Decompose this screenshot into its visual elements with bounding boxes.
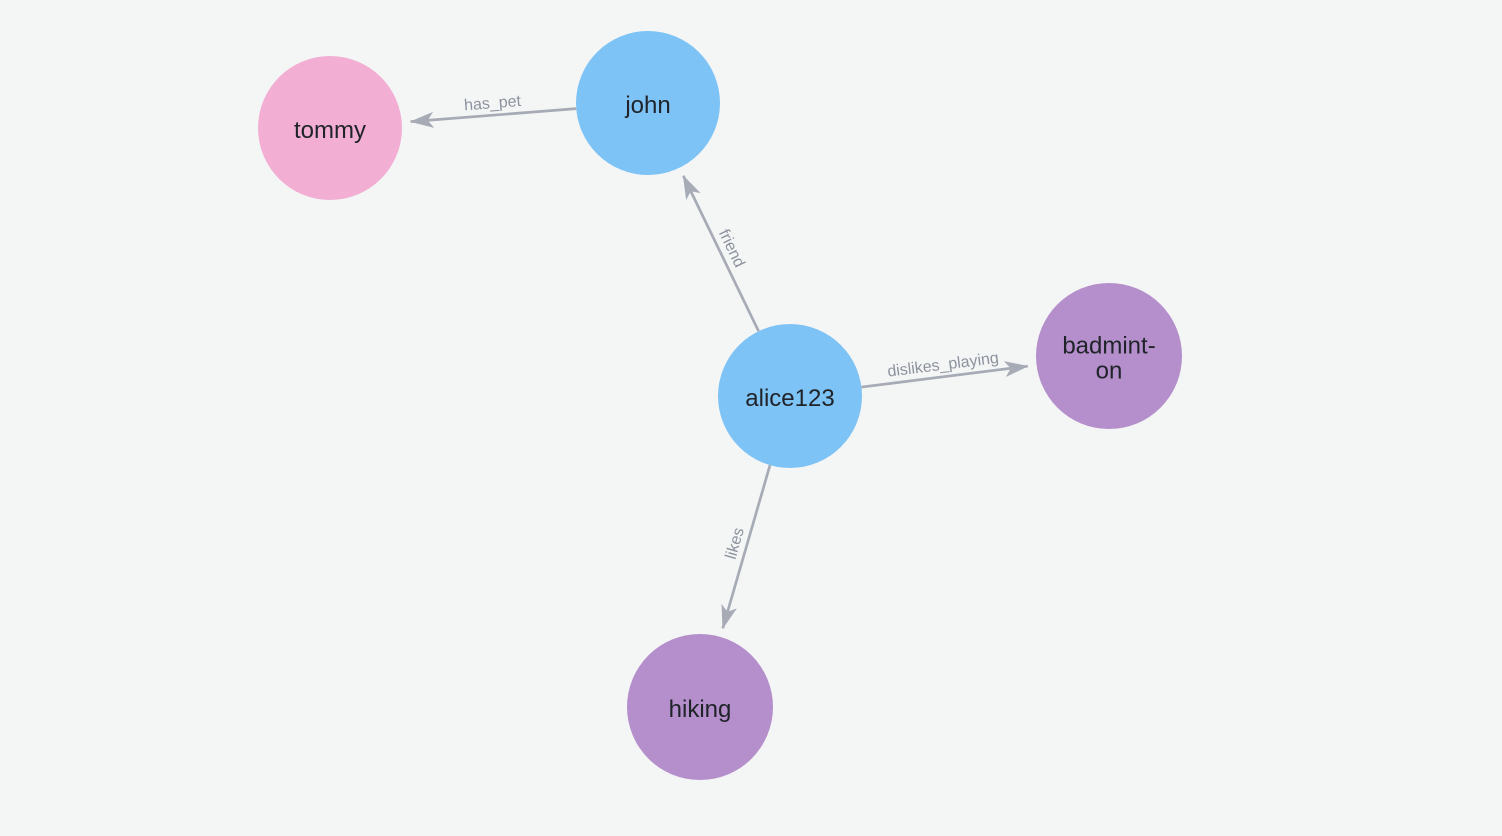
node-label-hiking: hiking <box>669 696 732 723</box>
node-tommy[interactable]: tommy <box>258 56 402 200</box>
edge-line-dislikes_playing[interactable] <box>861 361 1029 389</box>
node-label-badminton: badmint-on <box>1062 332 1155 384</box>
edge-line-likes[interactable] <box>721 464 772 630</box>
edge-line-friend[interactable] <box>682 174 760 332</box>
node-john[interactable]: john <box>576 31 720 175</box>
node-circle-badminton[interactable] <box>1036 283 1182 429</box>
edge-likes[interactable]: likes <box>721 464 772 630</box>
edge-friend[interactable]: friend <box>682 174 760 332</box>
edge-dislikes_playing[interactable]: dislikes_playing <box>861 350 1029 389</box>
node-circle-tommy[interactable] <box>258 56 402 200</box>
node-alice123[interactable]: alice123 <box>718 324 862 468</box>
edge-label-has_pet: has_pet <box>464 93 523 114</box>
node-circle-hiking[interactable] <box>627 634 773 780</box>
node-badminton[interactable]: badmint-on <box>1036 283 1182 429</box>
node-circle-john[interactable] <box>576 31 720 175</box>
edge-line-has_pet[interactable] <box>409 107 577 128</box>
node-circle-alice123[interactable] <box>718 324 862 468</box>
node-label-tommy: tommy <box>294 117 366 144</box>
nodes-layer: tommy john alice123 badmint-on hiking <box>258 31 1182 780</box>
node-hiking[interactable]: hiking <box>627 634 773 780</box>
node-label-alice123: alice123 <box>745 385 834 412</box>
edge-has_pet[interactable]: has_pet <box>409 93 577 128</box>
node-label-john: john <box>624 92 670 119</box>
